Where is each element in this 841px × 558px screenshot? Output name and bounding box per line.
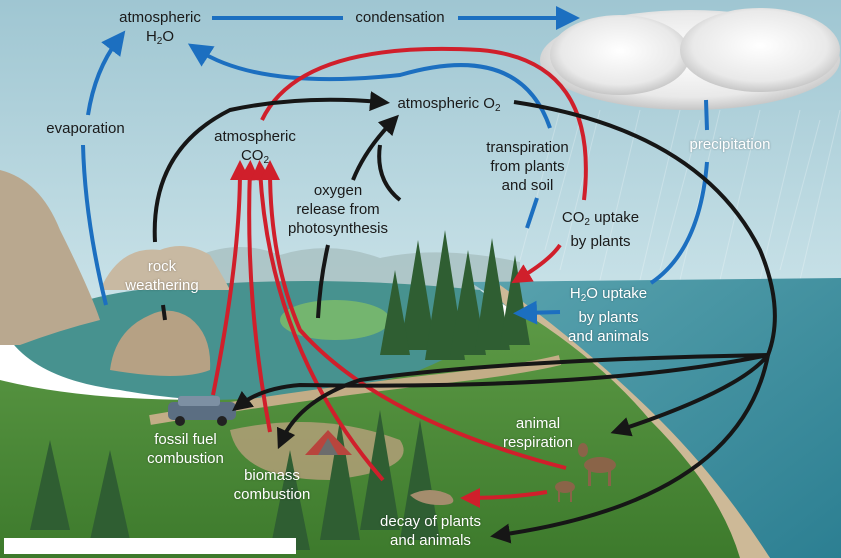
arrow-o2-to-decay [490,354,770,544]
oxygen-cycle-arrows [152,91,777,544]
distant-rocks [100,246,230,290]
label-subscript: 2 [263,155,270,166]
arrow-co2-to-plants [260,46,588,201]
redaction-strip [4,538,296,554]
label-biomass-combustion: biomass combustion [222,466,322,504]
label-line: decay of plants [380,513,481,530]
label-condensation: condensation [355,9,445,26]
label-co2-uptake: CO2 uptake by plants [548,208,653,251]
label-line: H2O uptake [556,284,661,308]
label-line: from plants [490,158,565,175]
label-subscript: 2 [580,293,587,304]
arrow-o2-to-animals [610,353,770,437]
label-line: H2O [110,27,210,51]
label-line: and animals [568,328,649,345]
arrow-o2-outflow [513,100,777,356]
rain [519,109,841,281]
car-icon [168,396,236,426]
label-line: combustion [147,450,224,467]
algae-patch [280,300,390,340]
arrow-evaporation-up [86,30,126,116]
arrow-animal-respiration [260,160,567,470]
arrow-transpiration-tail [525,197,539,229]
label-decay: decay of plants and animals [368,512,493,550]
tent-icon [305,430,352,455]
distant-hills [180,247,520,290]
label-line: photosynthesis [287,220,389,237]
label-h2o-uptake: H2O uptake by plants and animals [556,284,661,346]
label-line: weathering [125,277,199,294]
label-evaporation: evaporation [46,120,125,137]
arrow-biomass [239,160,272,433]
label-line: animal [515,415,561,432]
arrow-evaporation-down [81,144,108,306]
arrow-animal-to-decay [460,487,548,508]
label-line: atmospheric [214,128,296,145]
deer-icon [555,443,616,502]
arrow-transpiration [187,43,552,129]
label-oxygen-release: oxygen release from photosynthesis [278,181,398,238]
arrow-h2o-uptake [513,300,561,325]
label-text: uptake [589,209,640,226]
carbon-cycle-arrows [211,46,588,508]
label-line: CO2 [205,146,305,170]
label-atmospheric-h2o: atmospheric H2O [110,8,210,51]
label-line: by plants [570,233,631,250]
label-text: CO [561,209,585,226]
arrow-fossil-fuel [211,160,250,396]
water-cycle-arrows [81,6,709,325]
arrow-o2-to-biomass [276,353,769,450]
label-line: oxygen [313,182,363,199]
label-line: by plants [578,309,639,326]
label-line: fossil fuel [154,431,217,448]
label-transpiration: transpiration from plants and soil [470,138,585,195]
label-atmospheric-co2: atmospheric CO2 [205,127,305,170]
arrow-rock-weathering-to-o2 [152,91,390,243]
arrow-decay [250,160,385,482]
arrow-photosynthesis [351,114,399,181]
rock-formation [110,310,211,376]
arrow-precipitation-top [704,99,709,131]
label-rock-weathering: rock weathering [112,257,212,295]
label-subscript: 2 [494,103,501,114]
label-line: rock [147,258,177,275]
label-line: and soil [501,177,554,194]
decaying-matter [410,490,454,505]
label-text: H [145,28,157,45]
label-text: CO [240,147,264,164]
cliff [0,170,100,345]
label-line: combustion [233,486,311,503]
label-line: CO2 uptake [548,208,653,232]
label-line: release from [296,201,380,218]
label-line: and animals [390,532,471,549]
label-text: atmospheric O [397,95,495,112]
arrow-photosynthesis-tail [316,244,330,319]
label-fossil-fuel-combustion: fossil fuel combustion [133,430,238,468]
label-line: biomass [244,467,300,484]
label-line: respiration [502,434,574,451]
label-text: H [569,285,581,302]
arrow-co2-uptake [511,243,562,284]
label-text: O uptake [586,285,648,302]
arrow-photosynthesis-curve [377,144,402,202]
label-atmospheric-o2: atmospheric O2 [384,94,514,118]
label-subscript: 2 [584,217,590,228]
forest [30,230,530,550]
cloud [540,8,840,110]
label-line: transpiration [486,139,569,156]
arrow-rock-weathering-tail [161,304,167,321]
label-subscript: 2 [156,36,163,47]
label-animal-respiration: animal respiration [488,414,588,452]
label-text: O [162,28,175,45]
label-line: atmospheric [119,9,201,26]
arrow-o2-to-fossil [232,353,769,412]
label-precipitation: precipitation [689,136,771,153]
